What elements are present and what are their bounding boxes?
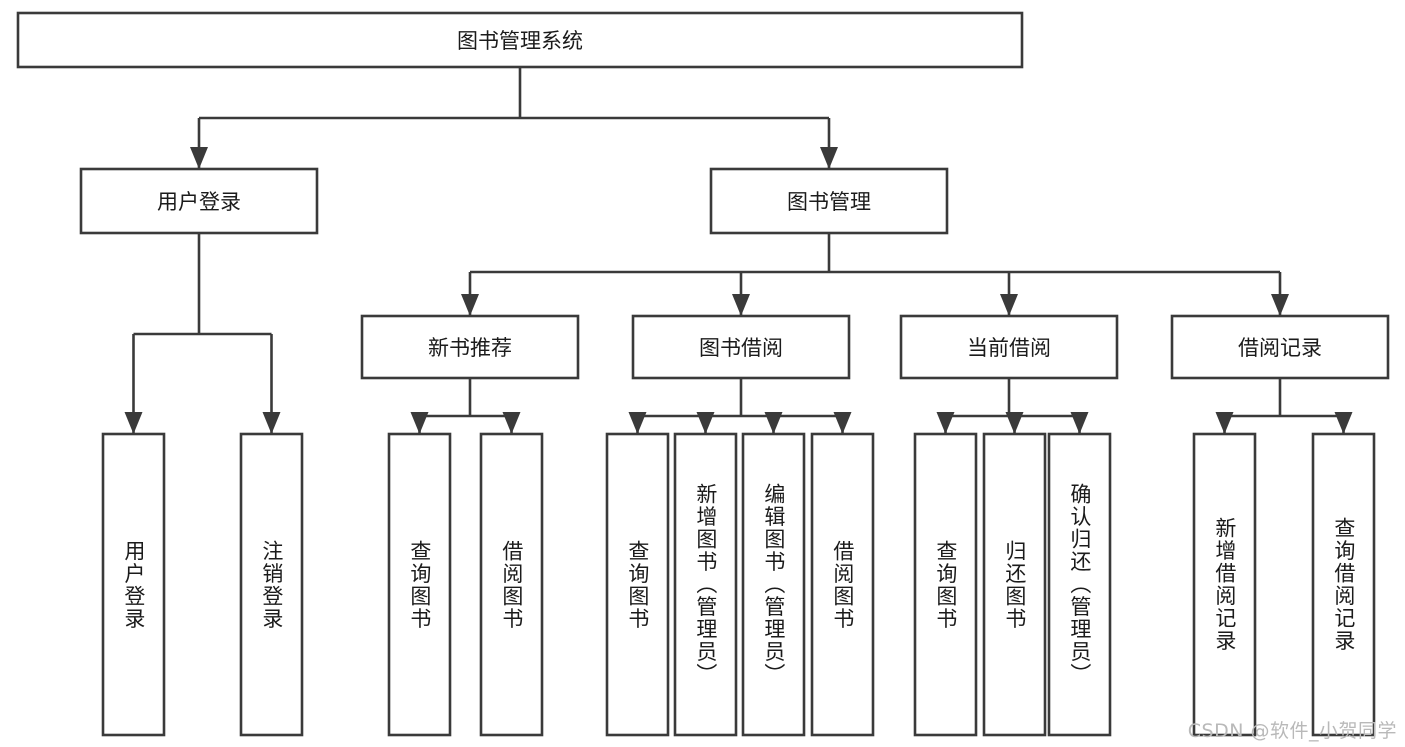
node-leaf-add-book[interactable]: [673, 432, 738, 737]
node-book-management-label: 图书管理: [787, 190, 871, 214]
node-leaf-query-book-c[interactable]: [913, 432, 978, 737]
arrow-head-icon: [502, 412, 521, 434]
connector-layer: [124, 67, 1353, 434]
node-new-book-recommend[interactable]: [360, 314, 580, 380]
arrow-head-icon: [764, 412, 783, 434]
node-borrow-record-label: 借阅记录: [1238, 336, 1322, 360]
node-leaf-borrow-book-new[interactable]: [479, 432, 544, 737]
arrow-head-icon: [696, 412, 715, 434]
node-leaf-add-record[interactable]: [1192, 432, 1257, 737]
node-borrow-record[interactable]: [1170, 314, 1390, 380]
arrow-head-icon: [1070, 412, 1089, 434]
node-leaf-confirm-return[interactable]: [1047, 432, 1112, 737]
arrow-head-icon: [410, 412, 429, 434]
node-user-login-label: 用户登录: [157, 190, 241, 214]
arrow-head-icon: [1005, 412, 1024, 434]
node-box-layer: [16, 11, 1390, 737]
watermark-text: CSDN @软件_小贺同学: [1187, 720, 1397, 742]
node-leaf-logout[interactable]: [239, 432, 304, 737]
node-new-book-recommend-label: 新书推荐: [428, 336, 512, 360]
node-leaf-return-book[interactable]: [982, 432, 1047, 737]
node-user-login[interactable]: [79, 167, 319, 235]
arrow-head-icon: [628, 412, 647, 434]
arrow-head-icon: [1000, 294, 1018, 316]
node-book-borrow-label: 图书借阅: [699, 336, 783, 360]
node-leaf-query-book-b[interactable]: [605, 432, 670, 737]
arrow-head-icon: [936, 412, 955, 434]
arrow-head-icon: [1215, 412, 1234, 434]
arrow-head-icon: [820, 147, 838, 169]
arrow-head-icon: [833, 412, 852, 434]
node-current-borrow[interactable]: [899, 314, 1119, 380]
node-leaf-query-book-new[interactable]: [387, 432, 452, 737]
arrow-head-icon: [461, 294, 479, 316]
arrow-head-icon: [732, 294, 750, 316]
arrow-head-icon: [1334, 412, 1353, 434]
node-leaf-borrow-book-b[interactable]: [810, 432, 875, 737]
node-leaf-user-login[interactable]: [101, 432, 166, 737]
node-book-borrow[interactable]: [631, 314, 851, 380]
arrow-head-icon: [190, 147, 208, 169]
node-root-label: 图书管理系统: [457, 29, 583, 53]
node-current-borrow-label: 当前借阅: [967, 336, 1051, 360]
arrow-head-icon: [1271, 294, 1289, 316]
node-leaf-query-record[interactable]: [1311, 432, 1376, 737]
node-book-management[interactable]: [709, 167, 949, 235]
node-leaf-edit-book[interactable]: [741, 432, 806, 737]
arrow-head-icon: [124, 412, 143, 434]
node-root[interactable]: [16, 11, 1024, 69]
arrow-head-icon: [262, 412, 281, 434]
